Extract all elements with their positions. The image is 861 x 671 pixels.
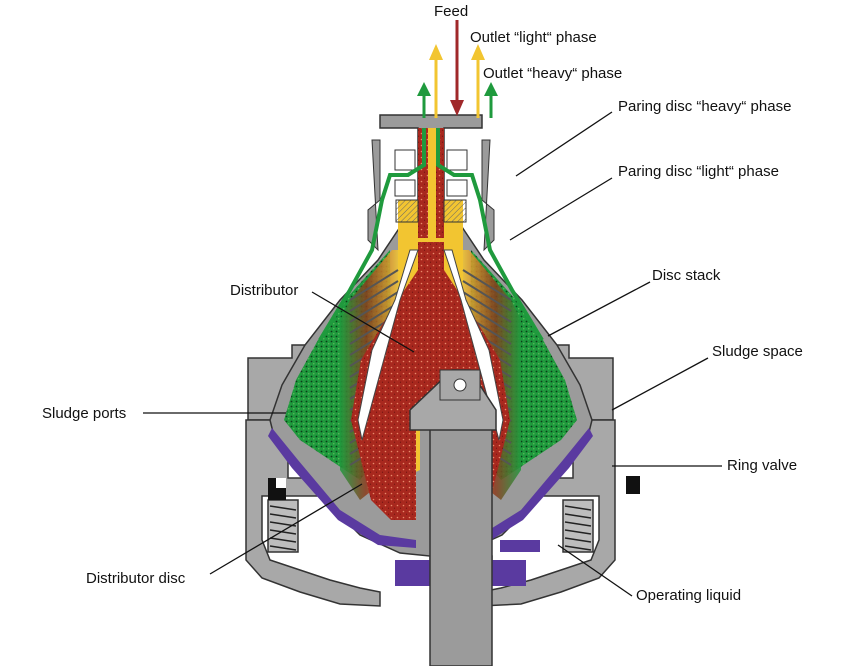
label-distributor: Distributor (230, 282, 299, 299)
disc-left (349, 291, 399, 323)
hub-bolt (453, 378, 467, 392)
spindle (429, 414, 493, 667)
distributor-gap-right (443, 249, 504, 441)
label-ring-valve: Ring valve (727, 457, 798, 474)
light-channel-left (418, 128, 432, 242)
heavy-channel-right (436, 128, 544, 342)
outlet-heavy-arrow-right (484, 82, 498, 118)
label-feed: Feed (434, 3, 469, 20)
light-channel-right (432, 128, 444, 242)
outlet-light-arrow-right (471, 44, 485, 118)
feed-arrow (450, 20, 464, 116)
operating-liquid-chamber-right (491, 560, 526, 586)
label-operating-liquid: Operating liquid (636, 587, 742, 604)
label-outlet-light: Outlet “light“ phase (470, 29, 597, 46)
leader-lines (143, 111, 722, 597)
outlet-heavy-arrow-left (417, 82, 431, 118)
valve-block-right (626, 476, 640, 494)
label-disc-stack: Disc stack (652, 267, 721, 284)
paring-chamber (394, 149, 468, 223)
distributor-gap-left (357, 249, 419, 441)
label-paring-light: Paring disc “light“ phase (618, 163, 779, 180)
disc-right (462, 291, 512, 323)
disc-left (349, 269, 399, 301)
disc-right (462, 280, 512, 312)
heavy-channel-left (318, 128, 426, 342)
spring-right (562, 499, 594, 553)
spring-left (267, 499, 299, 553)
disc-left (349, 302, 399, 334)
disc-left (349, 280, 399, 312)
label-outlet-heavy: Outlet “heavy“ phase (483, 65, 623, 82)
valve-block-left-inner (276, 478, 286, 488)
label-paring-heavy: Paring disc “heavy“ phase (618, 98, 792, 115)
disc-right (462, 269, 512, 301)
operating-liquid-chamber-left (395, 560, 430, 586)
operating-liquid-feed (500, 540, 540, 552)
label-sludge-ports: Sludge ports (42, 405, 127, 422)
outlet-light-arrow-left (429, 44, 443, 118)
disc-right (462, 302, 512, 334)
label-distributor-disc: Distributor disc (86, 570, 186, 587)
label-sludge-space: Sludge space (712, 343, 803, 360)
